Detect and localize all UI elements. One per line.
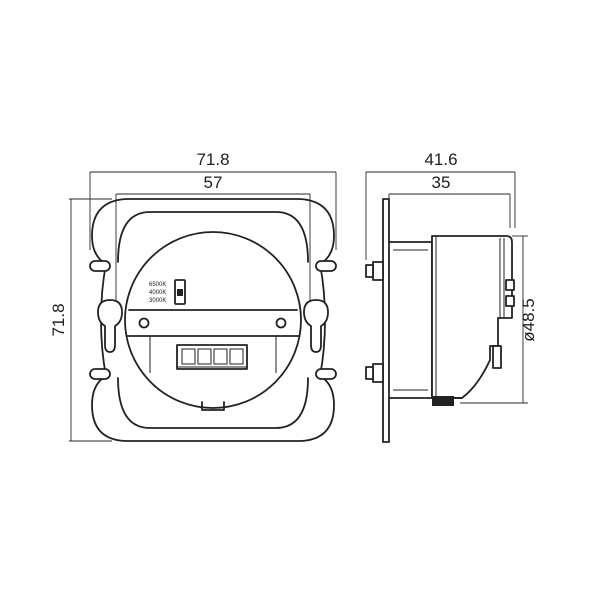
light-body-circle bbox=[124, 231, 302, 409]
dimension-overall-depth: 41.6 bbox=[365, 150, 516, 260]
cct-label-4000k: 4000K bbox=[149, 290, 166, 296]
side-cable-grommet bbox=[432, 396, 454, 406]
band-side-lines bbox=[149, 336, 277, 373]
dim-label-overall-height: 71.8 bbox=[49, 303, 68, 336]
left-mounting-slots bbox=[89, 260, 123, 380]
dim-label-body-depth: 35 bbox=[432, 173, 451, 192]
dimension-overall-width: 71.8 bbox=[89, 150, 337, 250]
side-flange-inner-lines bbox=[393, 249, 428, 391]
terminal-block bbox=[176, 344, 248, 370]
cct-label-3000k: 3000K bbox=[149, 298, 166, 304]
cct-label-6500k: 6500K bbox=[149, 282, 166, 288]
side-front-clips bbox=[365, 261, 384, 383]
dimension-inner-width: 57 bbox=[115, 173, 311, 320]
dim-label-diameter: ø48.5 bbox=[519, 298, 538, 341]
side-body-detail-lines bbox=[435, 236, 505, 398]
dim-label-inner-width: 57 bbox=[204, 173, 223, 192]
dimension-body-depth: 35 bbox=[388, 173, 511, 228]
side-flange bbox=[388, 241, 433, 399]
side-connector-latches bbox=[492, 279, 515, 369]
right-mounting-slots bbox=[303, 260, 337, 380]
dim-label-overall-width: 71.8 bbox=[196, 150, 229, 169]
dim-label-overall-depth: 41.6 bbox=[424, 150, 457, 169]
side-mounting-plate bbox=[382, 198, 390, 443]
cct-selector-switch: 6500K 4000K 3000K bbox=[149, 279, 186, 305]
dimension-diameter: ø48.5 bbox=[460, 235, 538, 404]
side-view: 41.6 35 ø48.5 bbox=[365, 150, 538, 443]
plate-inner-edge-bottom bbox=[117, 377, 309, 429]
body-bottom-clip bbox=[201, 401, 225, 411]
plate-inner-edge-top bbox=[117, 211, 309, 263]
screw-left bbox=[138, 317, 150, 329]
screw-right bbox=[275, 317, 287, 329]
dimension-overall-height: 71.8 bbox=[49, 198, 112, 442]
front-view: 71.8 57 71.8 bbox=[49, 150, 337, 442]
terminal-band bbox=[126, 309, 300, 337]
